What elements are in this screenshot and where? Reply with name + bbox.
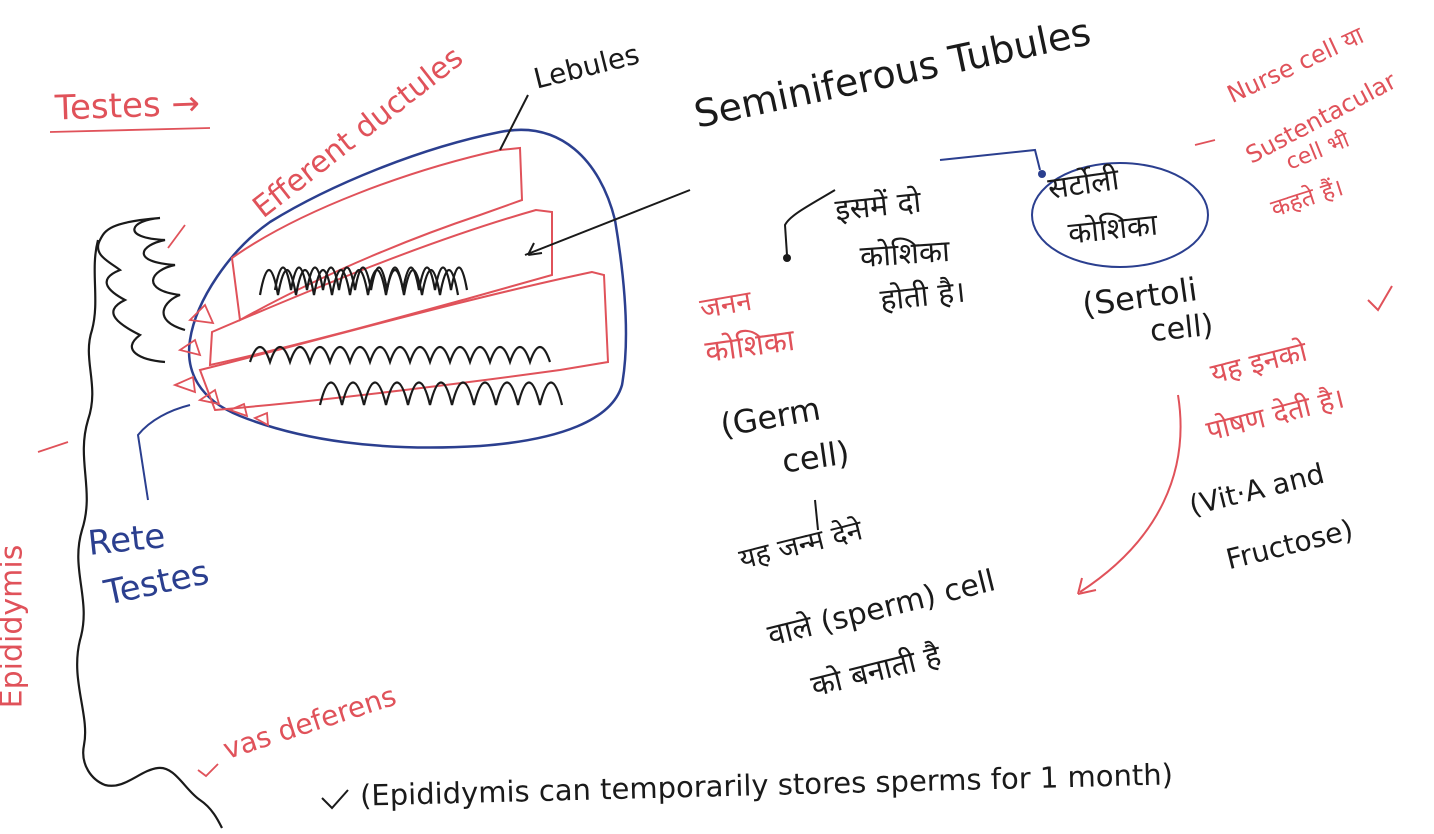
rete-testes-network (172, 303, 270, 427)
nourish-arrow (1079, 394, 1182, 593)
sertoli-connector (939, 148, 1041, 171)
lobules-pointer (499, 94, 529, 151)
efferent-ductules (97, 216, 186, 364)
check-mark-bottom (321, 789, 349, 810)
sertoli-english-line-2: cell) (1148, 307, 1215, 350)
seminiferous-pointer (524, 189, 691, 256)
check-mark-red (1367, 285, 1393, 312)
epididymis-pointer (37, 441, 69, 453)
rete-testes-line-1: Rete (86, 516, 168, 564)
tubule-4 (318, 381, 564, 406)
tubule-1 (273, 266, 469, 291)
vas-check (197, 763, 219, 778)
germ-down-line (814, 499, 819, 531)
rete-pointer-line (136, 404, 191, 501)
seminiferous-pointer-head (527, 242, 543, 256)
tubule-3 (248, 345, 552, 366)
testes-outline (187, 128, 628, 449)
sertoli-circle (1031, 162, 1209, 268)
germ-dot (783, 254, 791, 262)
efferent-pointer (167, 224, 186, 249)
nourish-arrow-head (1077, 577, 1097, 595)
two-cells-connector (783, 189, 836, 256)
sertoli-connector-dot (1038, 170, 1046, 178)
lobule-3 (198, 270, 610, 412)
nurse-pointer (1194, 139, 1216, 146)
testes-label: Testes → (54, 83, 201, 129)
epididymis-duct (76, 239, 223, 829)
testes-underline (49, 127, 211, 133)
tubule-2 (258, 269, 460, 296)
epididymis-label: Epididymis (0, 544, 30, 709)
two-cells-line-2: कोशिका (858, 233, 951, 276)
